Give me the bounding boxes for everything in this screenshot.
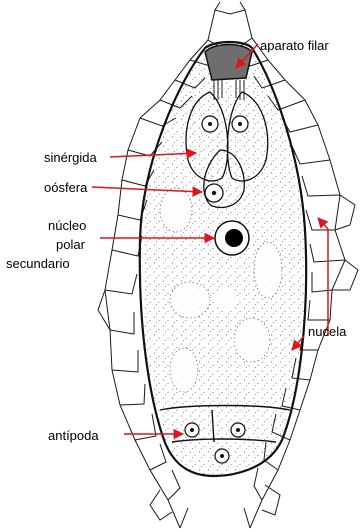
- label-nucela: nucela: [308, 324, 347, 339]
- filiform-apparatus: [205, 45, 252, 81]
- polar-nucleolus: [225, 229, 243, 247]
- arrow-nucela-up: [318, 218, 328, 229]
- embryo-sac: [140, 42, 306, 476]
- label-polar: polar: [56, 237, 86, 252]
- label-sinergida: sinérgida: [44, 150, 98, 165]
- label-aparato-filar: aparato filar: [260, 38, 329, 53]
- label-secundario: secundario: [6, 256, 70, 271]
- label-antipoda: antípoda: [48, 428, 99, 443]
- label-oosfera: oósfera: [44, 180, 88, 195]
- label-nucleo: núcleo: [48, 218, 86, 233]
